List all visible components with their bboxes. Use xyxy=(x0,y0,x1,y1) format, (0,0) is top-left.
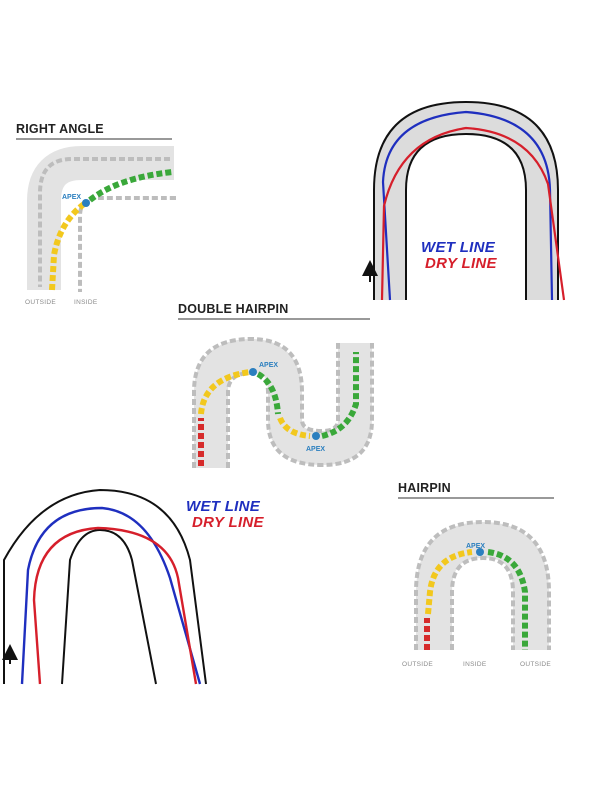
bottom-dry-line-label: DRY LINE xyxy=(192,514,265,531)
double-hairpin-outer-kerb xyxy=(192,336,340,468)
hairpin-line-yellow xyxy=(425,549,473,615)
right-angle-apex-label: APEX xyxy=(62,194,81,201)
top-track-outer-outline xyxy=(373,100,559,300)
double-hairpin-section: DOUBLE HAIRPIN APEX APEX xyxy=(178,302,374,468)
top-track-surface xyxy=(374,101,558,300)
hairpin-inside-label: INSIDE xyxy=(463,661,487,668)
double-hairpin-track xyxy=(194,338,372,468)
right-angle-inner-kerb-line xyxy=(78,195,176,292)
double-hairpin-line-yellow-1 xyxy=(198,369,251,415)
hairpin-track xyxy=(416,521,549,650)
double-hairpin-apex-marker-2 xyxy=(312,432,320,440)
right-angle-apex-marker xyxy=(82,199,90,207)
right-angle-section: RIGHT ANGLE APEX OUTSIDE INSIDE xyxy=(16,122,176,306)
double-hairpin-line-green-1 xyxy=(256,371,281,415)
double-hairpin-line-yellow-2 xyxy=(277,416,311,439)
bottom-wet-line-label: WET LINE xyxy=(186,498,261,515)
double-hairpin-apex-label-2: APEX xyxy=(306,446,325,453)
bottom-wet-dry-diagram: WET LINE DRY LINE xyxy=(2,488,265,685)
top-dry-line xyxy=(380,126,566,301)
right-angle-line-green xyxy=(88,169,173,203)
hairpin-outside-left-label: OUTSIDE xyxy=(402,661,433,668)
top-wet-dry-diagram: WET LINE DRY LINE xyxy=(362,100,566,301)
hairpin-outside-right-label: OUTSIDE xyxy=(520,661,551,668)
hairpin-outer-kerb xyxy=(414,519,551,650)
right-angle-inside-label: INSIDE xyxy=(74,299,98,306)
top-wet-line-label: WET LINE xyxy=(421,239,496,256)
bottom-track-inner-outline xyxy=(61,528,157,685)
double-hairpin-inner-kerb xyxy=(226,343,374,468)
double-hairpin-line-green-2 xyxy=(321,352,359,439)
hairpin-section: HAIRPIN APEX OUTSIDE INSIDE OUTSIDE xyxy=(398,481,554,668)
bottom-dry-line xyxy=(32,526,198,685)
bottom-track-outer-outline xyxy=(3,488,207,685)
hairpin-apex-label: APEX xyxy=(466,543,485,550)
right-angle-outside-label: OUTSIDE xyxy=(25,299,56,306)
hairpin-line-green xyxy=(487,549,528,650)
right-angle-track xyxy=(27,146,174,290)
double-hairpin-apex-label-1: APEX xyxy=(259,362,278,369)
right-angle-title: RIGHT ANGLE xyxy=(16,122,104,136)
double-hairpin-title: DOUBLE HAIRPIN xyxy=(178,302,288,316)
hairpin-inner-kerb xyxy=(450,555,515,650)
hairpin-apex-marker xyxy=(476,548,484,556)
bottom-wet-line xyxy=(20,506,202,685)
top-dry-line-label: DRY LINE xyxy=(425,255,498,272)
double-hairpin-apex-marker-1 xyxy=(249,368,257,376)
top-wet-line xyxy=(381,110,554,301)
hairpin-title: HAIRPIN xyxy=(398,481,451,495)
top-track-inner-outline xyxy=(405,132,527,300)
